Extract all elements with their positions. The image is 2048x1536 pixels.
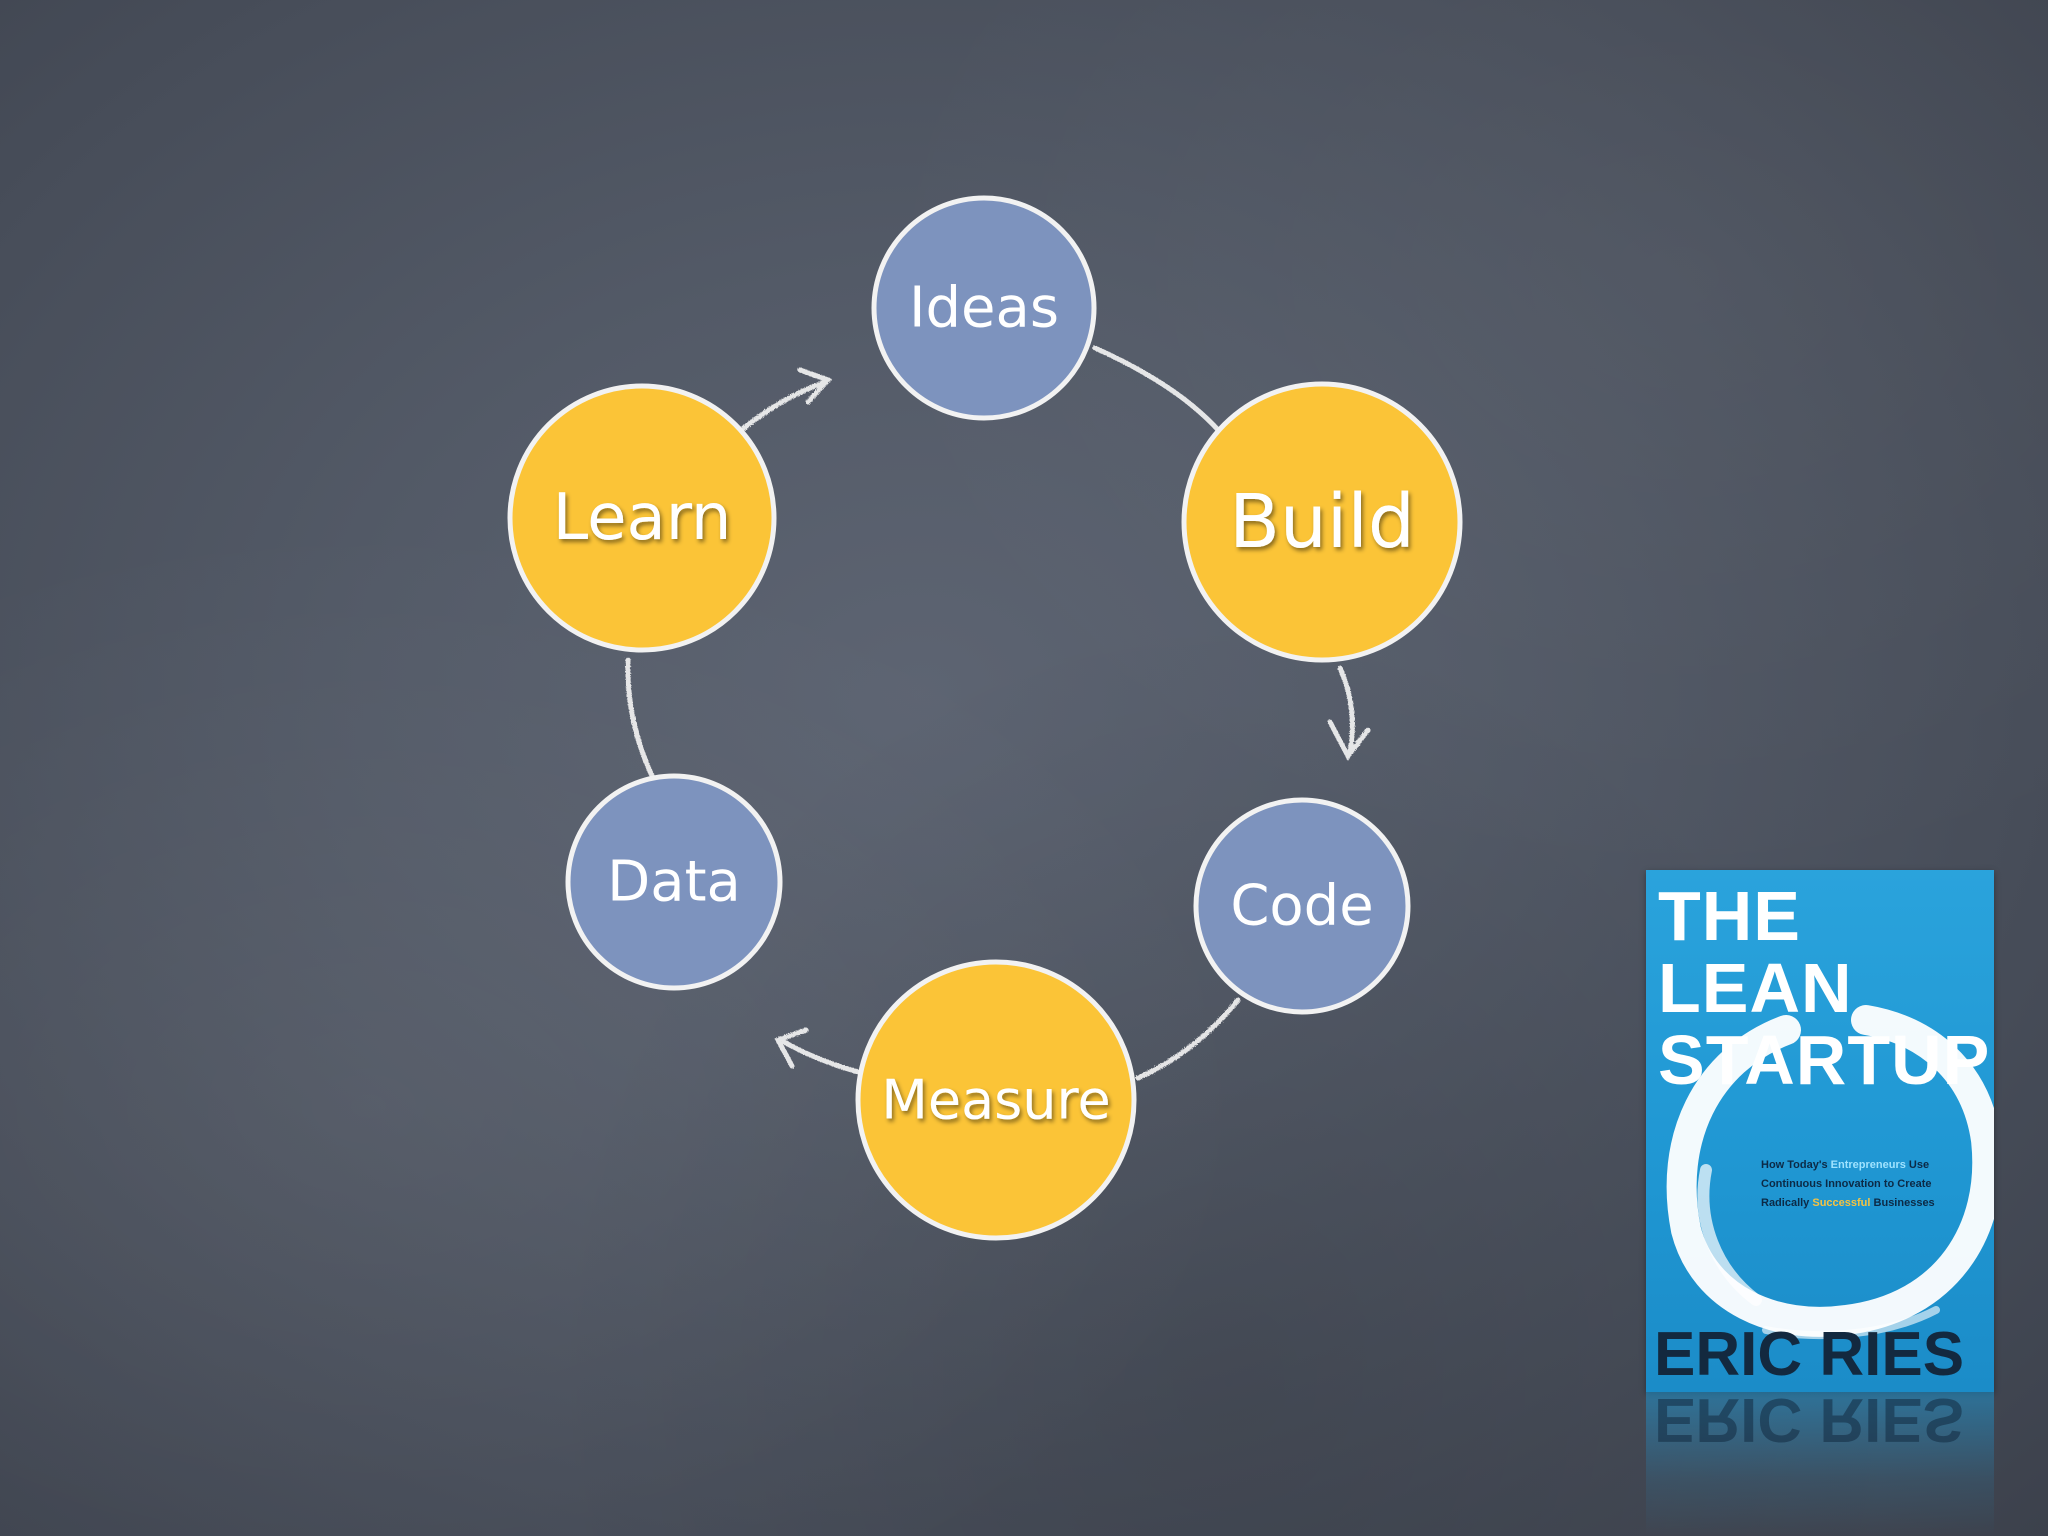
arrow-build-code <box>1337 665 1355 755</box>
node-measure: Measure <box>855 959 1137 1241</box>
node-measure-circle <box>855 959 1137 1241</box>
node-data-circle <box>565 773 783 991</box>
book-subtitle-part: Continuous Innovation to Create <box>1761 1178 1932 1190</box>
book-subtitle: How Today's Entrepreneurs Use Continuous… <box>1761 1156 1961 1213</box>
arrow-measure-data <box>781 1039 861 1075</box>
node-code-circle <box>1193 797 1411 1015</box>
node-learn-circle <box>507 383 777 653</box>
book-title-line-2: STARTUP <box>1658 1021 1991 1099</box>
book-reflection: ERIC RIES <box>1646 1392 1994 1536</box>
connector-ideas-build <box>1092 345 1223 435</box>
arrowhead-measure-data <box>774 1027 809 1069</box>
book-subtitle-part: How Today's <box>1761 1159 1828 1171</box>
book-author-reflection: ERIC RIES <box>1654 1392 1965 1454</box>
book-title: THE LEAN STARTUP <box>1658 877 1991 1099</box>
connector-data-learn <box>625 657 657 783</box>
book-title-line-1: THE LEAN <box>1658 877 1853 1027</box>
node-ideas: Ideas <box>871 195 1097 421</box>
arrow-learn-ideas <box>741 379 829 431</box>
book-subtitle-part: Radically <box>1761 1197 1810 1209</box>
arrowhead-build-code <box>1327 719 1371 761</box>
node-build: Build <box>1181 381 1463 663</box>
node-data-label: Data <box>607 850 741 915</box>
book-subtitle-highlight: Successful <box>1812 1197 1871 1209</box>
node-data: Data <box>565 773 783 991</box>
node-build-circle <box>1181 381 1463 663</box>
node-ideas-label: Ideas <box>909 276 1059 341</box>
book-subtitle-part: Use <box>1908 1159 1930 1171</box>
connector-code-measure <box>1135 997 1241 1081</box>
node-measure-label: Measure <box>881 1069 1111 1132</box>
node-ideas-circle <box>871 195 1097 421</box>
node-build-label: Build <box>1229 479 1415 565</box>
enso-ring-graphic <box>1666 1005 1994 1339</box>
node-code-label: Code <box>1230 874 1373 939</box>
connector-lines <box>625 345 1371 1081</box>
book-cover: THE LEAN STARTUP How Today's Entrepreneu… <box>1646 870 1994 1392</box>
arrowhead-learn-ideas <box>797 367 833 405</box>
node-learn: Learn <box>507 383 777 653</box>
book-author: ERIC RIES <box>1654 1320 1965 1389</box>
node-learn-label: Learn <box>553 481 732 555</box>
book-subtitle-highlight: Entrepreneurs <box>1830 1159 1906 1171</box>
book-subtitle-part: Businesses <box>1873 1197 1935 1209</box>
node-code: Code <box>1193 797 1411 1015</box>
